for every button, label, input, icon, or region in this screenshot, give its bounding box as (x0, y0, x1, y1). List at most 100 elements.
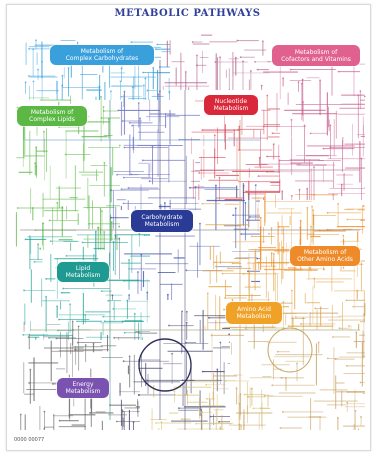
compound-node (332, 336, 334, 338)
compound-node (363, 95, 366, 98)
compound-node (139, 117, 141, 120)
compound-node (156, 43, 159, 46)
compound-node (48, 219, 51, 222)
poster-title: METABOLIC PATHWAYS (114, 8, 261, 19)
compound-node (67, 67, 70, 69)
compound-node (270, 252, 273, 255)
compound-node (35, 165, 38, 168)
compound-node (195, 422, 198, 425)
compound-node (337, 202, 339, 205)
compound-node (103, 161, 106, 164)
compound-node (56, 201, 59, 204)
compound-node (56, 305, 59, 308)
compound-node (282, 301, 285, 303)
compound-node (243, 393, 246, 396)
compound-node (120, 95, 123, 98)
compound-node (41, 61, 43, 63)
compound-node (244, 327, 247, 329)
compound-node (240, 233, 243, 235)
compound-node (322, 147, 325, 150)
compound-node (141, 159, 144, 162)
module-other-amino-acids: Metabolism of Other Amino Acids (290, 246, 360, 266)
compound-node (303, 124, 306, 127)
compound-node (131, 86, 134, 88)
compound-node (145, 379, 148, 382)
compound-node (205, 397, 208, 400)
compound-node (128, 355, 131, 358)
compound-node (245, 190, 247, 193)
compound-node (107, 118, 110, 120)
compound-node (240, 425, 242, 427)
compound-node (16, 207, 19, 209)
compound-node (310, 225, 312, 228)
compound-node (306, 187, 309, 190)
compound-node (244, 201, 247, 204)
compound-node (326, 357, 329, 360)
compound-node (102, 106, 105, 108)
compound-node (337, 70, 340, 73)
compound-node (122, 202, 125, 205)
compound-node (180, 418, 183, 421)
compound-node (341, 183, 343, 186)
compound-node (166, 293, 169, 296)
compound-node (200, 408, 203, 411)
compound-node (123, 146, 126, 149)
compound-node (69, 303, 71, 306)
module-cofactors-vitamins: Metabolism of Cofactors and Vitamins (272, 45, 360, 66)
compound-node (248, 216, 251, 218)
compound-node (345, 365, 348, 367)
compound-node (118, 225, 120, 228)
compound-node (224, 297, 227, 299)
compound-node (123, 90, 126, 93)
compound-node (259, 407, 262, 410)
compound-node (110, 216, 113, 219)
compound-node (242, 60, 244, 63)
compound-node (265, 170, 268, 173)
compound-node (152, 66, 155, 69)
compound-node (263, 394, 266, 397)
compound-node (249, 70, 252, 72)
compound-node (151, 145, 154, 148)
compound-node (312, 209, 315, 212)
compound-node (231, 262, 234, 265)
compound-node (101, 210, 103, 213)
compound-node (196, 54, 198, 57)
compound-node (148, 180, 151, 183)
compound-node (120, 67, 123, 70)
compound-node (272, 252, 275, 255)
compound-node (118, 144, 121, 147)
compound-node (360, 157, 363, 160)
compound-node (281, 190, 284, 193)
compound-node (128, 259, 130, 261)
compound-node (221, 272, 224, 275)
compound-node (291, 289, 293, 292)
compound-node (299, 219, 302, 222)
compound-node (281, 411, 284, 413)
compound-node (326, 211, 329, 214)
compound-node (301, 78, 304, 81)
compound-node (157, 93, 160, 96)
compound-node (219, 341, 222, 344)
compound-node (51, 383, 54, 385)
compound-node (58, 318, 60, 321)
compound-node (231, 298, 234, 301)
compound-node (122, 360, 125, 363)
compound-node (218, 176, 221, 179)
compound-node (24, 238, 27, 241)
compound-node (116, 173, 119, 176)
compound-node (29, 368, 32, 371)
compound-node (19, 413, 22, 416)
module-nucleotide: Nucleotide Metabolism (204, 95, 258, 115)
compound-node (218, 420, 220, 423)
compound-node (122, 176, 125, 179)
compound-node (171, 352, 173, 355)
compound-node (103, 231, 106, 233)
compound-node (110, 221, 113, 223)
compound-node (296, 362, 298, 365)
compound-node (99, 208, 102, 210)
compound-node (121, 120, 124, 122)
compound-node (77, 325, 80, 328)
compound-node (199, 411, 202, 414)
compound-node (100, 290, 103, 293)
compound-node (45, 277, 47, 280)
